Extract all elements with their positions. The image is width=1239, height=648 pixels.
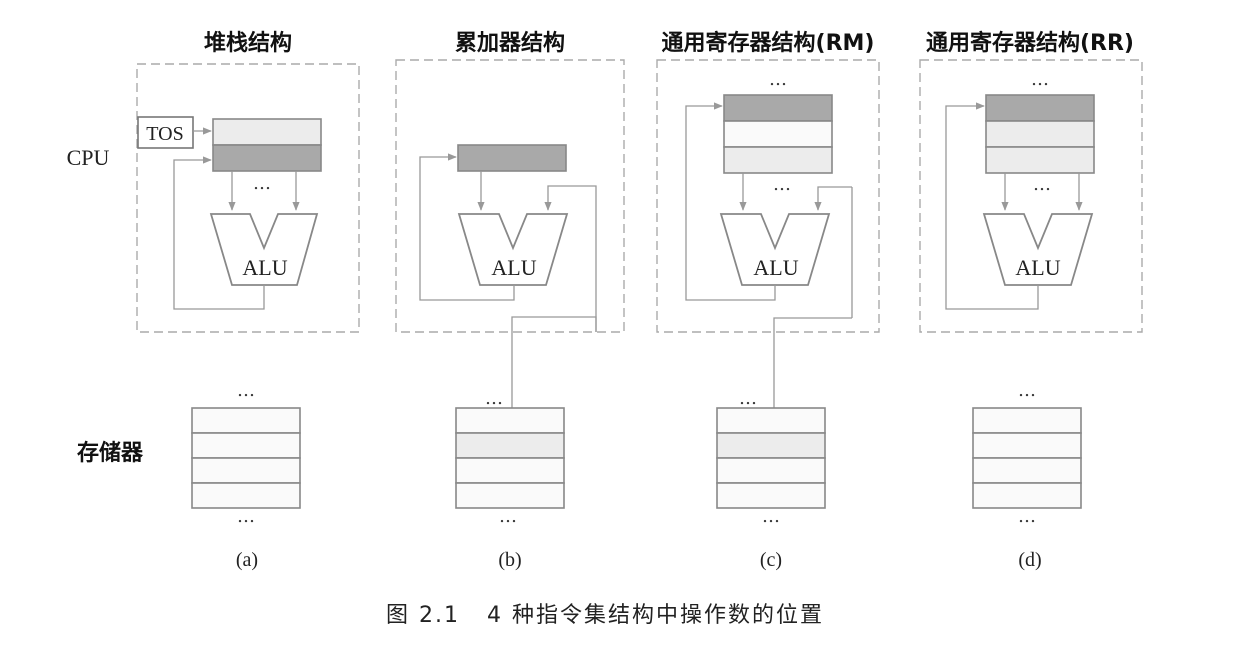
figure-caption: 图 2.1 4 种指令集结构中操作数的位置 xyxy=(386,603,824,628)
title-stack: 堆栈结构 xyxy=(204,30,292,56)
cpu-label: CPU xyxy=(67,145,110,170)
sublabel-a: (a) xyxy=(236,549,258,571)
mem-d-cell-3 xyxy=(972,457,1082,484)
mem-b-cell-2 xyxy=(455,432,565,459)
sublabel-d: (d) xyxy=(1018,549,1041,571)
mem-a-cell-1 xyxy=(191,407,301,434)
acc-memory-wire xyxy=(511,316,597,443)
rm-memory-wire xyxy=(773,317,852,443)
stack-cell-second xyxy=(212,144,322,172)
rm-register-2 xyxy=(723,120,833,148)
mem-b-cell-3 xyxy=(455,457,565,484)
mem-d-cell-4 xyxy=(972,482,1082,509)
rr-register-3 xyxy=(985,146,1095,174)
stack-feedback-wire xyxy=(173,156,265,310)
sublabel-b: (b) xyxy=(498,549,521,571)
acc-feedback-wire xyxy=(419,153,515,301)
mem-c-ellipsis-bottom: … xyxy=(762,506,780,527)
rr-reg-ellipsis-bottom: … xyxy=(1033,174,1051,195)
mem-d-cell-1 xyxy=(972,407,1082,434)
mem-b-ellipsis-top: … xyxy=(485,388,503,409)
tos-label: TOS xyxy=(146,123,183,145)
stack-cell-top xyxy=(212,118,322,146)
alu-stack xyxy=(209,213,319,286)
alu-gpr-rm xyxy=(719,213,831,286)
mem-a-ellipsis-top: … xyxy=(237,380,255,401)
rm-register-3 xyxy=(723,146,833,174)
alu-label-accumulator: ALU xyxy=(491,255,536,280)
title-gpr-rm: 通用寄存器结构(RM) xyxy=(662,30,875,56)
rm-reg-ellipsis-bottom: … xyxy=(773,174,791,195)
mem-c-cell-3 xyxy=(716,457,826,484)
mem-c-cell-1 xyxy=(716,407,826,434)
mem-c-cell-2 xyxy=(716,432,826,459)
alu-label-stack: ALU xyxy=(242,255,287,280)
cpu-panel-gpr-rm xyxy=(656,59,880,333)
cpu-panel-gpr-rr xyxy=(919,59,1143,333)
cpu-panel-accumulator xyxy=(395,59,625,333)
rr-reg-ellipsis-top: … xyxy=(1031,69,1049,90)
mem-a-ellipsis-bottom: … xyxy=(237,506,255,527)
mem-d-cell-2 xyxy=(972,432,1082,459)
mem-b-ellipsis-bottom: … xyxy=(499,506,517,527)
alu-label-gpr-rr: ALU xyxy=(1015,255,1060,280)
mem-c-ellipsis-top: … xyxy=(739,388,757,409)
mem-to-alu-right-b xyxy=(544,185,597,332)
mem-d-ellipsis-bottom: … xyxy=(1018,506,1036,527)
rm-feedback-wire xyxy=(685,102,776,301)
rm-register-1 xyxy=(723,94,833,122)
tos-box xyxy=(137,116,194,149)
mem-b-cell-1 xyxy=(455,407,565,434)
mem-a-cell-2 xyxy=(191,432,301,459)
accumulator-register xyxy=(457,144,567,172)
title-accumulator: 累加器结构 xyxy=(455,30,565,56)
alu-gpr-rr xyxy=(982,213,1094,286)
alu-label-gpr-rm: ALU xyxy=(753,255,798,280)
rr-register-2 xyxy=(985,120,1095,148)
mem-b-cell-4 xyxy=(455,482,565,509)
mem-a-cell-3 xyxy=(191,457,301,484)
stack-ellipsis: … xyxy=(253,173,271,194)
cpu-panel-stack xyxy=(136,63,360,333)
rr-feedback-wire xyxy=(945,102,1039,310)
memory-label: 存储器 xyxy=(77,440,144,466)
sublabel-c: (c) xyxy=(760,549,782,571)
rm-mem-to-alu xyxy=(814,186,852,211)
rm-reg-ellipsis-top: … xyxy=(769,69,787,90)
mem-c-cell-4 xyxy=(716,482,826,509)
mem-a-cell-4 xyxy=(191,482,301,509)
title-gpr-rr: 通用寄存器结构(RR) xyxy=(926,30,1134,56)
rr-register-1 xyxy=(985,94,1095,122)
mem-d-ellipsis-top: … xyxy=(1018,380,1036,401)
alu-accumulator xyxy=(457,213,569,286)
